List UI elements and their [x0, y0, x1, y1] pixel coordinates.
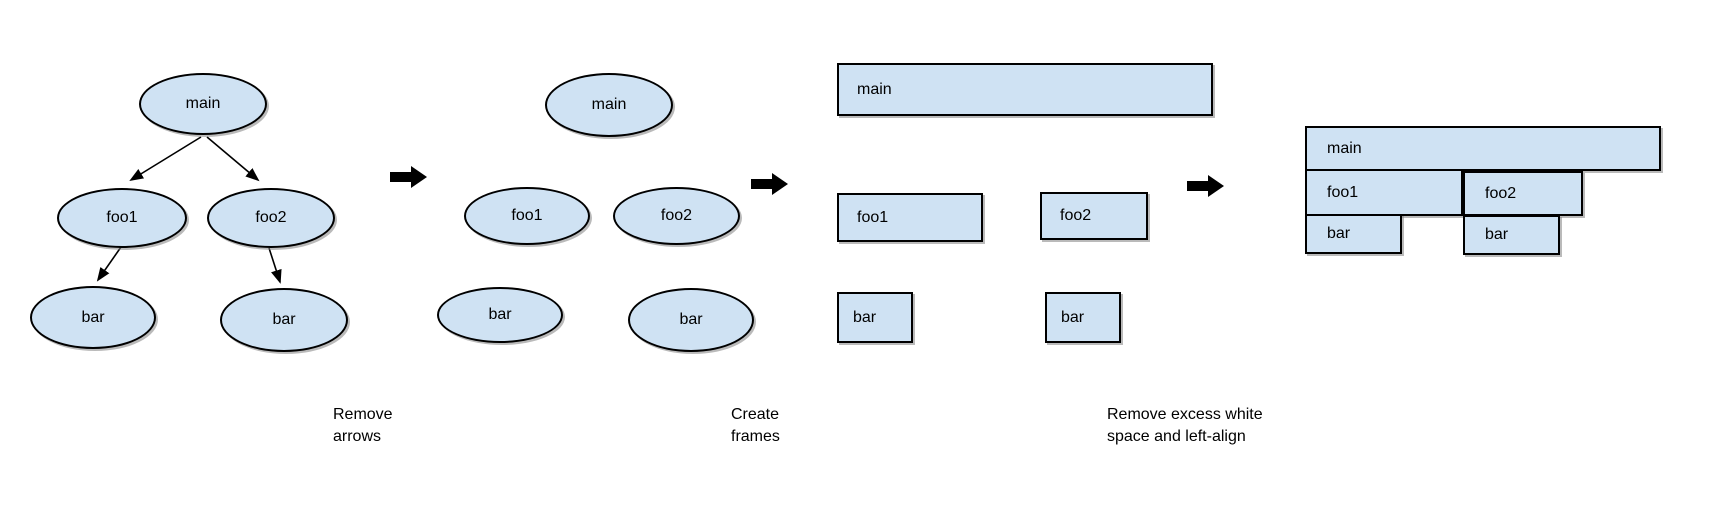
flame-foo2: foo2 — [1463, 171, 1583, 216]
flame-bar-right: bar — [1463, 215, 1560, 255]
flame-main: main — [1305, 126, 1661, 171]
step3-right-arrow-icon — [1187, 175, 1224, 197]
frame-foo2: foo2 — [1040, 192, 1148, 240]
arrow-foo1-to-bar — [96, 246, 122, 282]
flame-foo1: foo1 — [1305, 169, 1463, 216]
step1-right-arrow-icon — [390, 166, 427, 188]
frame-main: main — [837, 63, 1213, 116]
noarrow-node-main: main — [545, 73, 673, 137]
noarrow-node-foo2: foo2 — [613, 187, 740, 245]
arrow-foo2-to-bar — [268, 247, 282, 284]
tree-node-bar-right: bar — [220, 288, 348, 352]
tree-node-foo1: foo1 — [57, 188, 187, 248]
tree-node-foo2: foo2 — [207, 188, 335, 248]
frame-foo1: foo1 — [837, 193, 983, 242]
arrow-main-to-foo2 — [206, 136, 260, 182]
frame-bar-right: bar — [1045, 292, 1121, 343]
flame-bar-left: bar — [1305, 214, 1402, 254]
caption-left-align: Remove excess white space and left-align — [1107, 406, 1263, 445]
noarrow-node-foo1: foo1 — [464, 187, 590, 245]
tree-node-bar-left: bar — [30, 286, 156, 349]
step2-right-arrow-icon — [751, 173, 788, 195]
caption-remove-arrows: Remove arrows — [333, 406, 393, 445]
caption-create-frames: Create frames — [731, 406, 780, 445]
noarrow-node-bar-right: bar — [628, 288, 754, 352]
frame-bar-left: bar — [837, 292, 913, 343]
tree-node-main: main — [139, 73, 267, 135]
arrow-main-to-foo1 — [129, 136, 202, 182]
noarrow-node-bar-left: bar — [437, 287, 563, 343]
